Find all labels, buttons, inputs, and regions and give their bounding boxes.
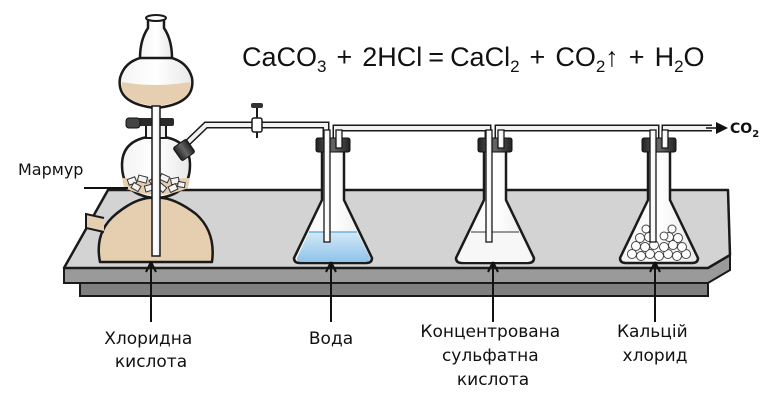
- lab-table: [62, 188, 732, 297]
- flask-calcium-chloride: [618, 129, 700, 265]
- pointer-lines: [84, 187, 661, 322]
- flask-water: [292, 129, 374, 265]
- flask-sulfuric-acid: [454, 129, 536, 265]
- tube-tap-icon: [251, 103, 263, 138]
- reaction-equation: CaCO3+2HCl=CaCl2+CO2↑+H2O: [242, 42, 705, 76]
- calcium-chloride-granules-icon: [627, 224, 691, 261]
- connecting-tubes: [179, 121, 728, 151]
- kipp-apparatus: [85, 14, 214, 264]
- label-water: Вода: [309, 329, 353, 349]
- label-marble: Мармур: [18, 160, 83, 179]
- label-hydrochloric-acid: Хлоридна кислота: [104, 329, 197, 372]
- label-calcium-chloride: Кальцій хлорид: [617, 322, 693, 366]
- label-sulfuric-acid: Концентрована сульфатна кислота: [420, 322, 565, 390]
- co2-outlet-label: CO2: [730, 121, 759, 140]
